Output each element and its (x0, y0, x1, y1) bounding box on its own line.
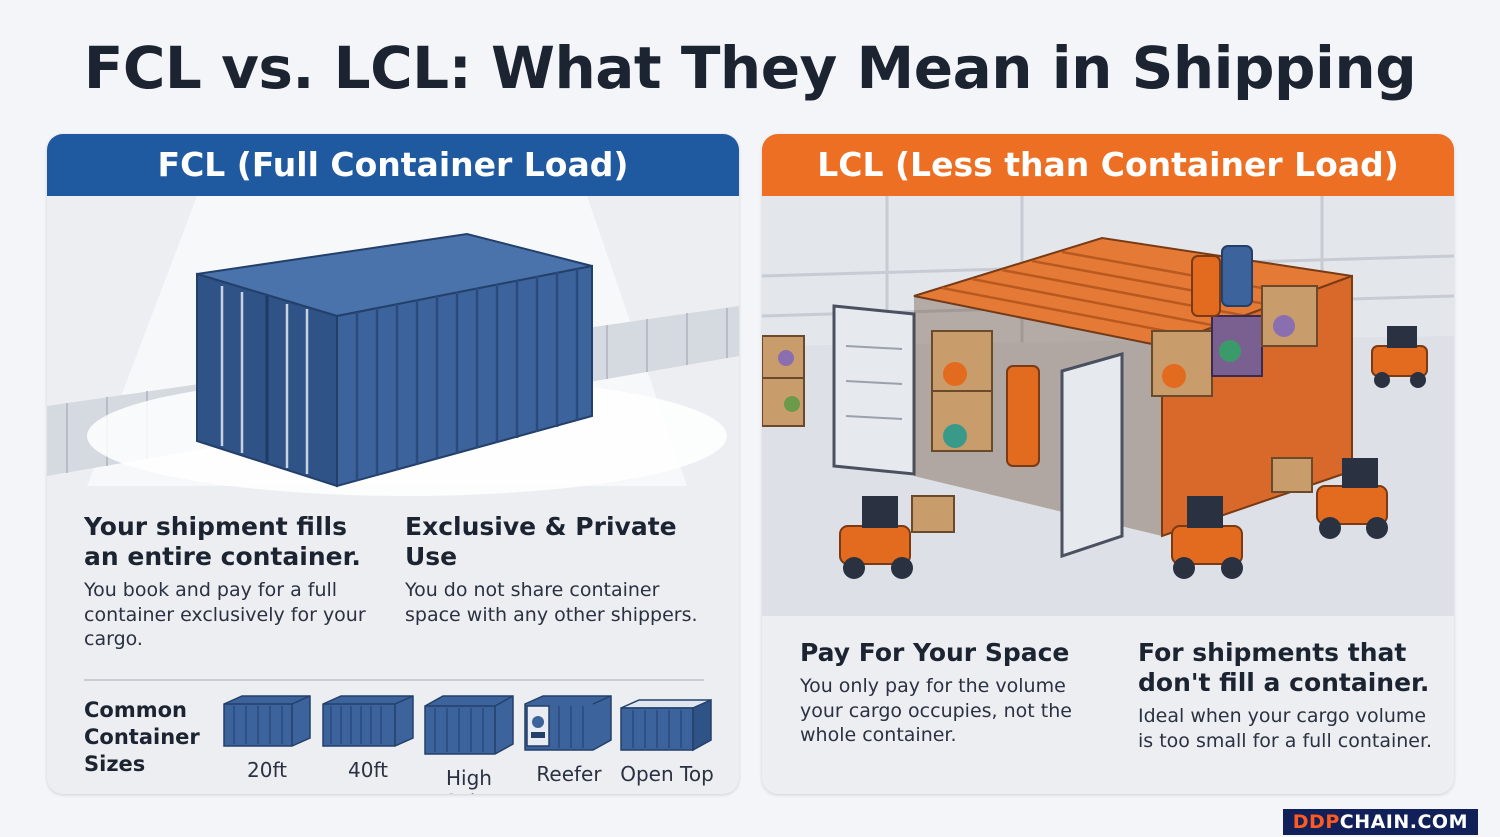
crate-stack-left (762, 335, 805, 427)
forklift-right (1271, 457, 1388, 539)
fcl-panel: FCL (Full Container Load) (47, 134, 739, 794)
size-reefer: Reefer (523, 694, 615, 786)
fcl-illustration (47, 196, 739, 496)
fcl-divider (84, 679, 704, 681)
fcl-feature-2: Exclusive & Private Use You do not share… (405, 512, 715, 627)
size-high-cube-label: High Cube (443, 766, 495, 794)
size-reefer-label: Reefer (536, 762, 602, 786)
fcl-feature-2-body: You do not share container space with an… (405, 579, 698, 626)
size-20ft-label: 20ft (247, 758, 287, 782)
size-high-cube: High Cube (419, 694, 519, 794)
size-40ft-label: 40ft (348, 758, 388, 782)
lcl-feature-2: For shipments that don't fill a containe… (1138, 638, 1443, 753)
container-reefer-icon (524, 695, 612, 751)
lcl-feature-1-heading: Pay For Your Space (800, 638, 1070, 667)
lcl-feature-2-heading: For shipments that don't fill a containe… (1138, 638, 1430, 697)
fcl-header: FCL (Full Container Load) (47, 134, 739, 196)
size-20ft: 20ft (222, 694, 312, 782)
fcl-feature-1-body: You book and pay for a full container ex… (84, 579, 366, 650)
forklift-back (1371, 326, 1428, 388)
lcl-header: LCL (Less than Container Load) (762, 134, 1454, 196)
page-title: FCL vs. LCL: What They Mean in Shipping (83, 34, 1417, 102)
size-open-top: Open Top (619, 694, 715, 786)
size-40ft: 40ft (321, 694, 415, 782)
size-open-top-label: Open Top (620, 762, 714, 786)
fcl-feature-1-heading: Your shipment fills an entire container. (84, 512, 361, 571)
forklift-center (1171, 496, 1243, 579)
brand-logo-part2: CHAIN.COM (1339, 811, 1468, 833)
container-40ft-icon (322, 695, 414, 747)
lcl-feature-1-body: You only pay for the volume your cargo o… (800, 675, 1072, 746)
brand-logo: DDPCHAIN.COM (1282, 809, 1478, 835)
lcl-feature-2-body: Ideal when your cargo volume is too smal… (1138, 705, 1433, 752)
brand-logo-part1: DDP (1292, 811, 1340, 833)
lcl-illustration (762, 196, 1454, 616)
forklift-left (839, 495, 955, 579)
container-20ft-icon (223, 695, 311, 747)
fcl-feature-2-heading: Exclusive & Private Use (405, 512, 677, 571)
container-high-cube-icon (424, 695, 514, 755)
lcl-panel: LCL (Less than Container Load) (762, 134, 1454, 794)
container-open-top-icon (620, 698, 712, 752)
lcl-feature-1: Pay For Your Space You only pay for the … (800, 638, 1090, 748)
fcl-container (196, 232, 593, 488)
sizes-label: Common Container Sizes (84, 698, 200, 776)
fcl-feature-1: Your shipment fills an entire container.… (84, 512, 374, 652)
